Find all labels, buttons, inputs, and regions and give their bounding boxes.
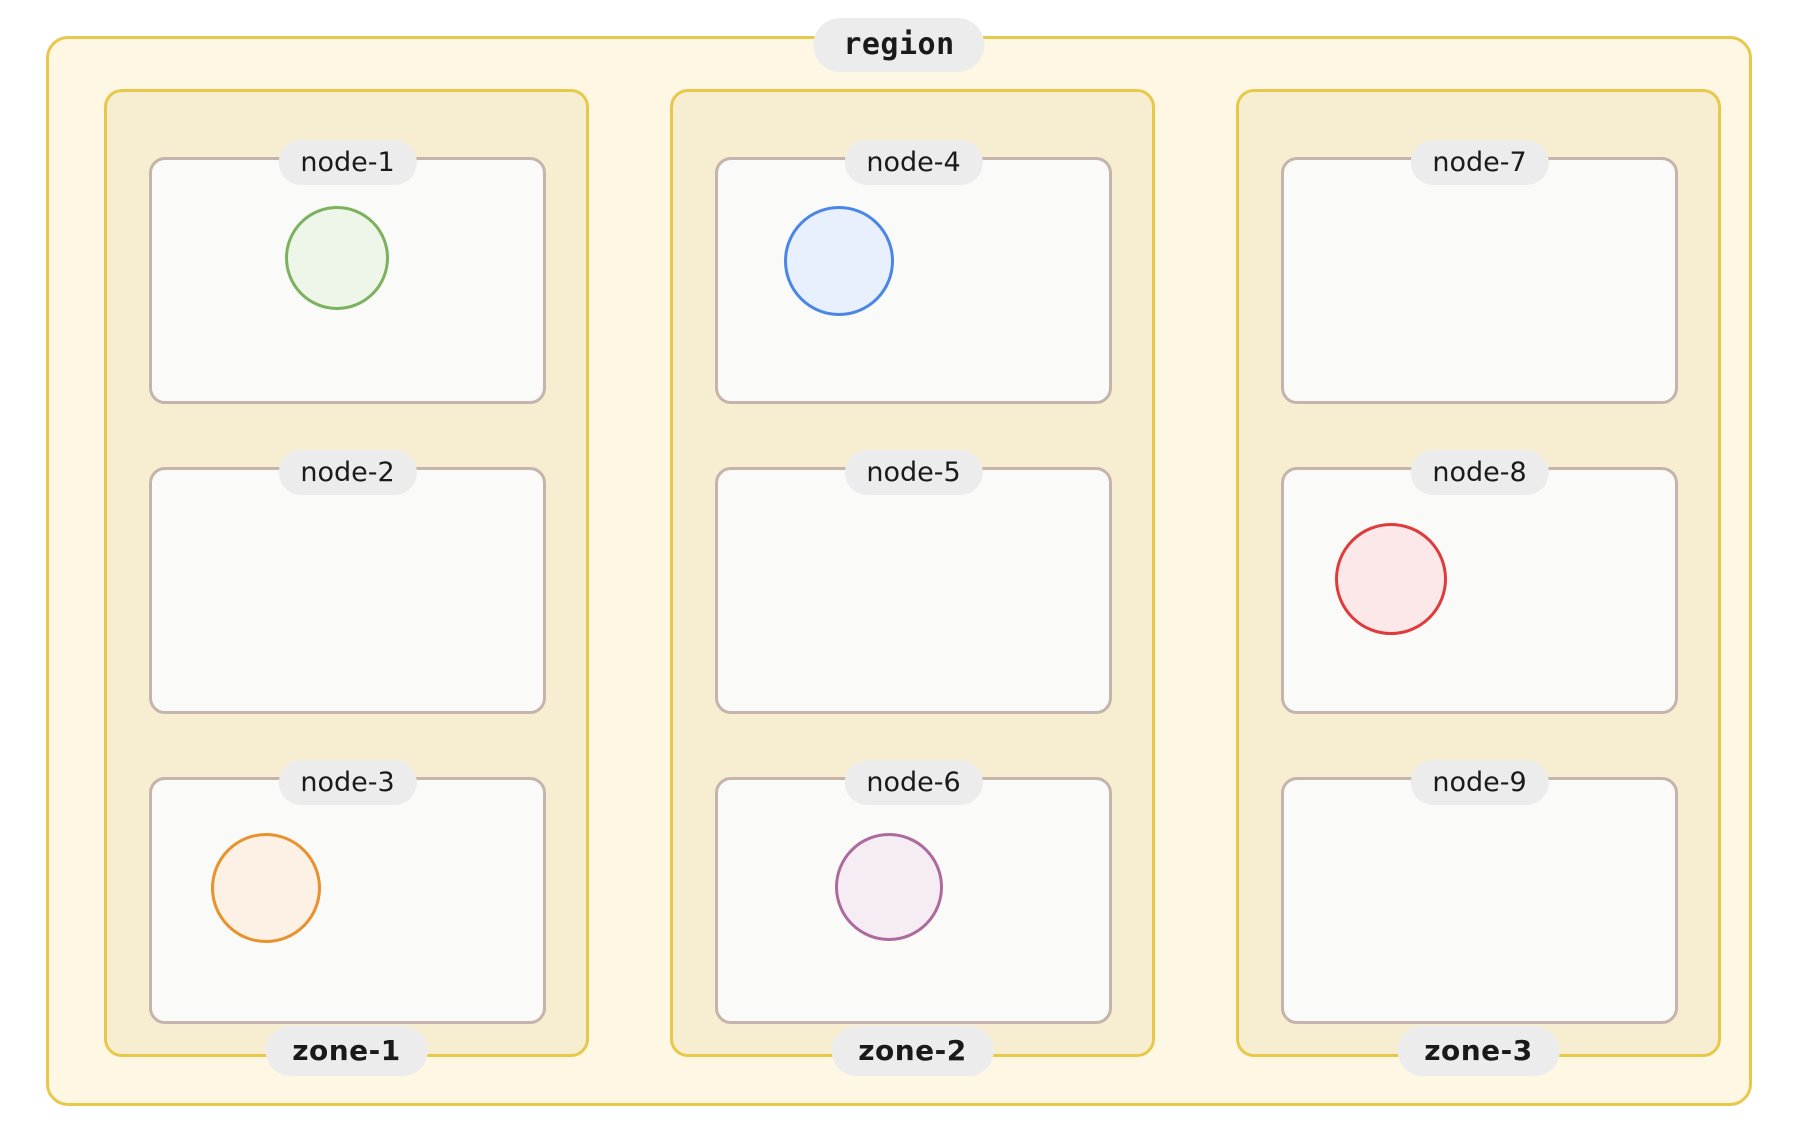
node-shape-circle-4 [784,205,895,316]
node-shape-circle-6 [835,833,944,942]
node-label-2: node-2 [278,450,417,495]
node-shape-circle-8 [1334,523,1447,636]
zone-label-3: zone-3 [1397,1026,1560,1076]
node-container-5[interactable]: node-5 [715,450,1112,714]
node-label-4: node-4 [844,140,983,185]
zone-container-3[interactable]: node-7 node-8 node-9 zone-3 [1236,89,1721,1076]
node-container-2[interactable]: node-2 [149,450,546,714]
zone-label-2: zone-2 [831,1026,994,1076]
node-label-8: node-8 [1410,450,1549,495]
node-label-6: node-6 [844,760,983,805]
zones-row: node-1 node-2 node-3 zone-1 node-4 [49,39,1749,1103]
node-container-9[interactable]: node-9 [1281,760,1678,1024]
node-container-6[interactable]: node-6 [715,760,1112,1024]
node-container-7[interactable]: node-7 [1281,140,1678,404]
node-container-8[interactable]: node-8 [1281,450,1678,714]
zone-label-1: zone-1 [265,1026,428,1076]
node-label-7: node-7 [1410,140,1549,185]
zone-container-1[interactable]: node-1 node-2 node-3 zone-1 [104,89,589,1076]
node-label-3: node-3 [278,760,417,805]
region-container[interactable]: region node-1 node-2 node-3 zone-1 [46,18,1752,1106]
node-shape-circle-3 [210,833,321,944]
node-label-1: node-1 [278,140,417,185]
node-label-5: node-5 [844,450,983,495]
node-shape-circle-1 [284,205,389,310]
node-container-1[interactable]: node-1 [149,140,546,404]
node-container-3[interactable]: node-3 [149,760,546,1024]
node-label-9: node-9 [1410,760,1549,805]
zone-container-2[interactable]: node-4 node-5 node-6 zone-2 [670,89,1155,1076]
node-container-4[interactable]: node-4 [715,140,1112,404]
region-label: region [813,18,985,72]
